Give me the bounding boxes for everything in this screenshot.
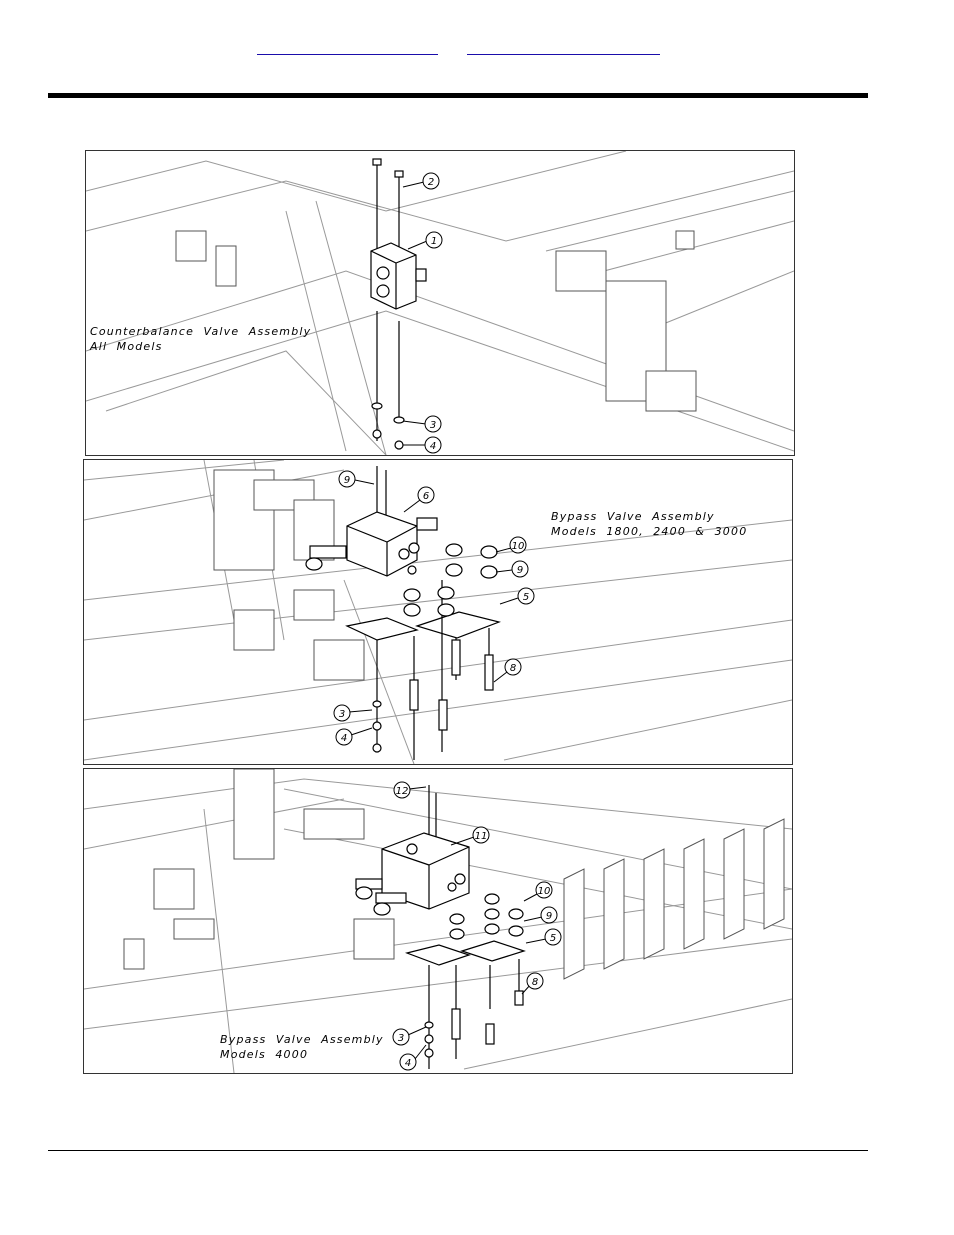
callouts-panel-3: 12 11 10 9 5 8 3 4 (392, 781, 562, 1071)
callout-8: 8 (510, 663, 516, 674)
bypass-drawing-4000: 12 11 10 9 5 8 3 4 (84, 769, 792, 1073)
callout-7: 9 (344, 475, 350, 486)
callout-8: 8 (532, 977, 538, 988)
callout-2: 2 (428, 177, 434, 188)
counterbalance-drawing: 2 1 3 4 (86, 151, 794, 455)
callout-3: 3 (398, 1033, 404, 1044)
callout-10: 10 (512, 541, 525, 552)
callout-10: 10 (538, 886, 551, 897)
callout-12: 12 (396, 786, 409, 797)
callouts-panel-2: 9 6 10 9 5 8 3 4 (333, 470, 535, 746)
callout-5: 5 (523, 592, 529, 603)
header-link-1[interactable] (257, 40, 438, 55)
top-rule (48, 93, 868, 98)
callout-1: 1 (431, 236, 437, 247)
caption-line-1: Bypass Valve Assembly (220, 1033, 384, 1046)
callout-3: 3 (430, 420, 436, 431)
callout-11: 11 (475, 831, 488, 842)
counterbalance-valve-diagram: 2 1 3 4 Counterbalance Valve Assembly Al… (85, 150, 795, 456)
callout-4: 4 (430, 441, 436, 452)
bottom-rule (48, 1150, 868, 1151)
caption-line-2: Models 4000 (220, 1048, 309, 1061)
callout-9: 9 (546, 911, 552, 922)
callout-6: 6 (423, 491, 429, 502)
caption-line-2: All Models (90, 340, 163, 353)
bypass-valve-diagram-1800-3000: 9 6 10 9 5 8 3 4 Bypass Valve Assembly M… (83, 459, 793, 765)
caption-line-1: Counterbalance Valve Assembly (90, 325, 312, 338)
header-link-2[interactable] (467, 40, 660, 55)
callout-9: 9 (517, 565, 523, 576)
callout-5: 5 (550, 933, 556, 944)
bypass-valve-diagram-4000: 12 11 10 9 5 8 3 4 Bypass Valve Assembly… (83, 768, 793, 1074)
bypass-drawing-1800-3000: 9 6 10 9 5 8 3 4 (84, 460, 792, 764)
callout-4: 4 (341, 733, 347, 744)
caption-line-1: Bypass Valve Assembly (551, 510, 715, 523)
callout-3: 3 (339, 709, 345, 720)
caption-line-2: Models 1800, 2400 & 3000 (551, 525, 748, 538)
callouts-panel-1: 2 1 3 4 (402, 172, 443, 454)
callout-4: 4 (405, 1058, 411, 1069)
